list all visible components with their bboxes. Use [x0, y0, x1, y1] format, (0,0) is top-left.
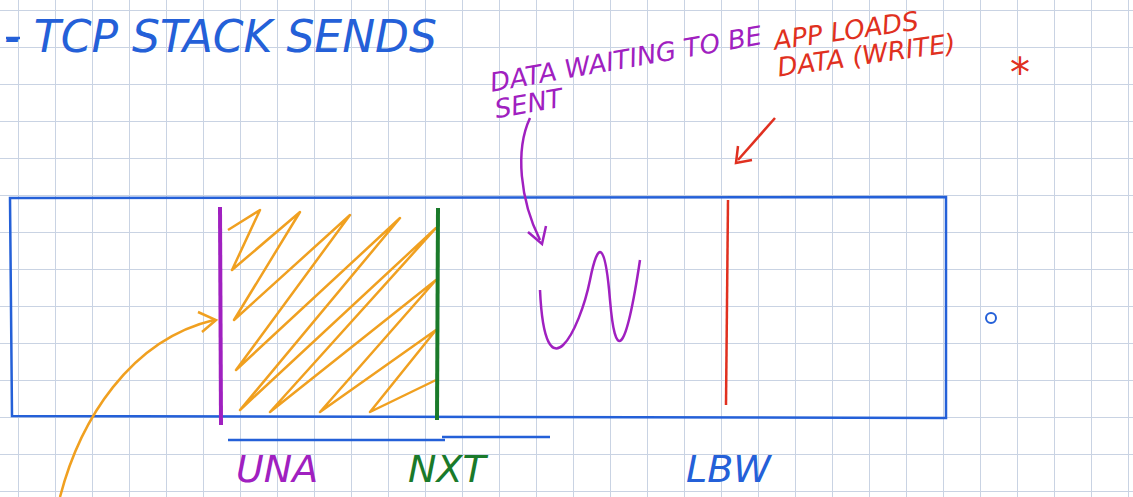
arrow-head — [736, 146, 752, 163]
buffer-outline — [10, 197, 946, 418]
annotation-text: APP LOADS DATA (WRITE) — [772, 0, 978, 82]
stray-mark — [986, 313, 996, 323]
leader-arrow — [521, 118, 540, 240]
asterisk-mark: * — [1010, 52, 1030, 94]
una-marker — [220, 207, 221, 425]
lbw-marker — [726, 200, 728, 405]
pointer-label: LBW — [686, 450, 771, 490]
span-bracket — [442, 436, 550, 439]
leader-arrow — [738, 118, 775, 160]
arrow-head — [198, 312, 216, 332]
span-bracket — [228, 439, 445, 442]
title-text: - TCP STACK SENDS — [4, 14, 437, 60]
nxt-marker — [437, 208, 438, 420]
waiting-data-wave — [540, 252, 640, 348]
pointer-label: NXT — [408, 450, 486, 490]
leader-arrow — [60, 320, 214, 497]
annotation-text: DATA WAITING TO BE SENT — [488, 18, 793, 124]
pointer-label: UNA — [236, 450, 318, 490]
arrow-head — [528, 226, 546, 244]
sent-unacked-hatch — [228, 210, 436, 412]
